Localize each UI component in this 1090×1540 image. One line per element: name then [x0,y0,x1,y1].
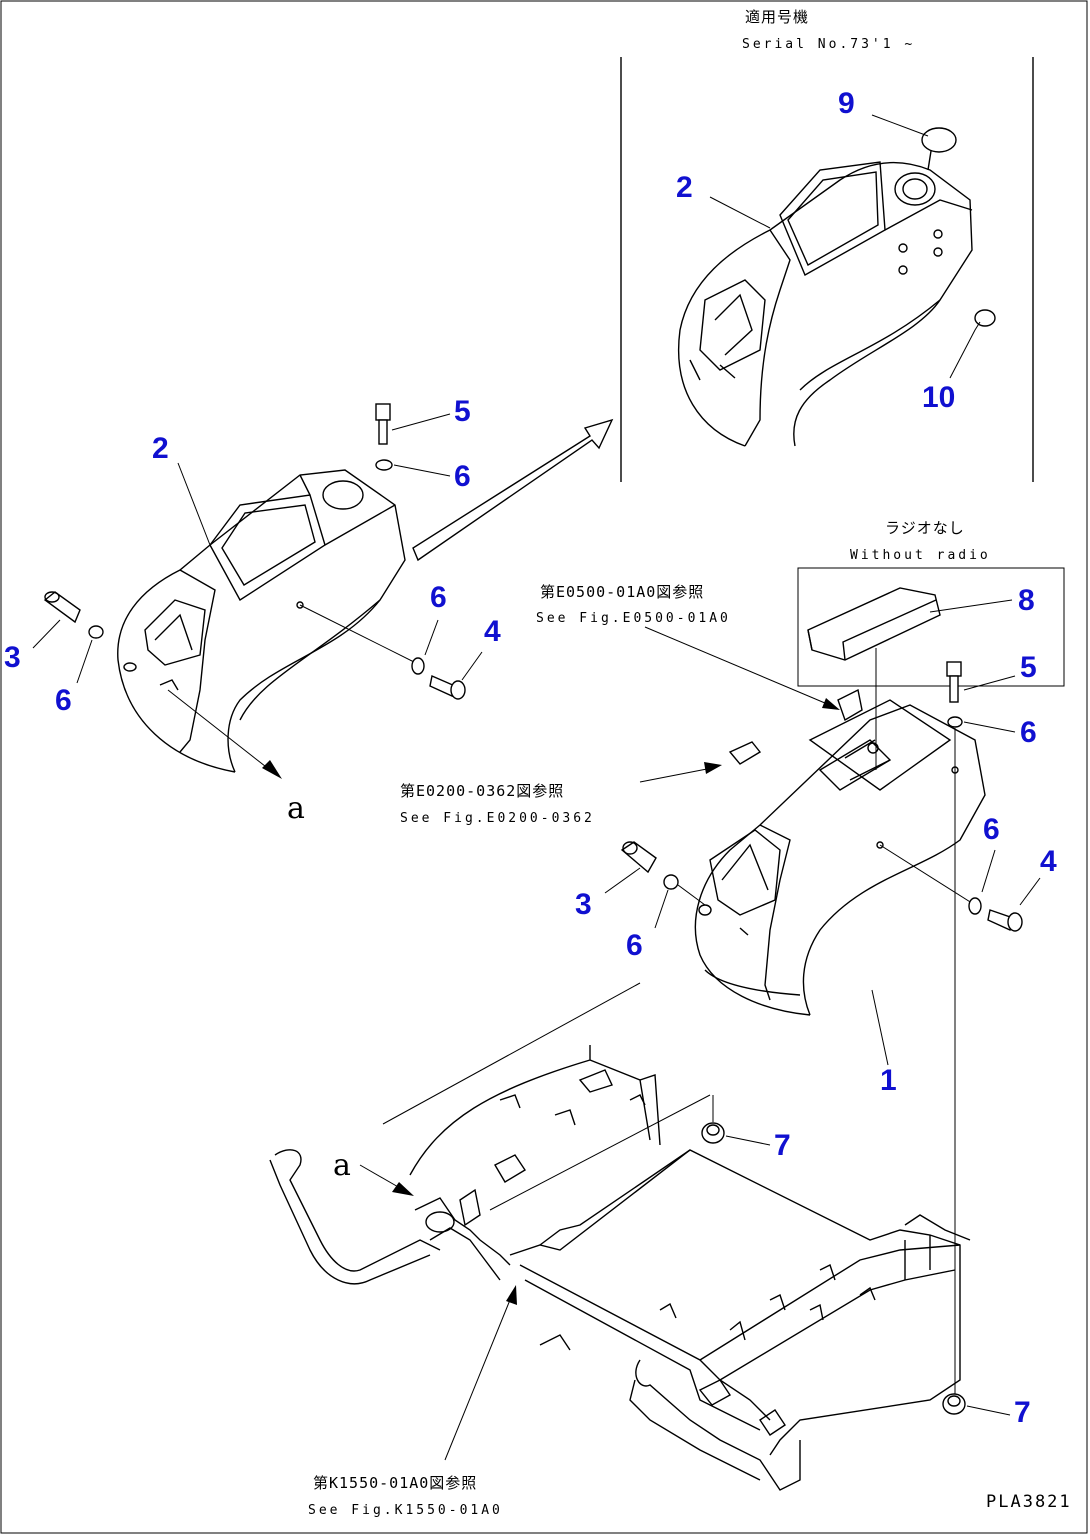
callout-8: 8 [1018,584,1035,617]
clip-3-right [620,841,657,874]
ref1-ja: 第E0500-01A0図参照 [540,583,704,601]
grommet-7-mid [701,1122,725,1144]
ref3-ja: 第K1550-01A0図参照 [313,1474,477,1492]
washer-6-mid [375,459,393,471]
callout-4-mid: 4 [484,615,501,648]
leader-9 [871,114,929,137]
washer-6-left [88,625,104,639]
washer-6-right3 [663,874,679,890]
bolt-4-right [987,909,1023,932]
ref2-en: See Fig.E0200-0362 [400,811,595,826]
callout-2-top: 2 [676,171,693,204]
switch-ref1 [837,688,863,722]
leader-2-top [709,196,771,229]
console-cover-serial-variant [678,127,996,447]
bolt-4-mid [429,675,466,700]
switch-ref2 [728,741,762,765]
without-radio-en: Without radio [850,548,991,563]
grommet-7-right [942,1393,966,1415]
callout-10: 10 [922,381,955,414]
ref1-en: See Fig.E0500-01A0 [536,611,731,626]
callout-6-mid: 6 [454,460,471,493]
callout-6-right2: 6 [983,813,1000,846]
without-radio-ja: ラジオなし [885,519,965,537]
callout-6-mid2: 6 [430,581,447,614]
callout-6-right: 6 [1020,716,1037,749]
view-a-label-bottom: a [333,1148,351,1183]
callout-2-mid: 2 [152,432,169,465]
callout-9: 9 [838,87,855,120]
callout-3-left: 3 [4,641,21,674]
console-cover-left [117,469,406,773]
callout-5-right: 5 [1020,651,1037,684]
ref3-en: See Fig.K1550-01A0 [308,1503,503,1518]
clip-3-left [43,591,81,624]
callout-7-right: 7 [1014,1396,1031,1429]
view-a-arrow-top [262,760,282,779]
drawing-code: PLA3821 [986,1492,1072,1512]
callout-7-mid: 7 [774,1129,791,1162]
washer-6-mid2 [411,657,425,675]
serial-note-en: Serial No.73'1 ~ [742,37,915,52]
leader-10 [949,321,981,379]
ref2-ja: 第E0200-0362図参照 [400,782,564,800]
view-a-arrow-bottom [392,1182,414,1196]
callout-5-mid: 5 [454,395,471,428]
serial-note-ja: 適用号機 [745,8,809,26]
view-a-label-top: a [287,791,305,826]
washer-6-right2 [968,897,982,915]
washer-6-right [947,716,963,728]
blank-cover-8 [807,587,941,661]
without-radio-box [797,567,1065,687]
variant-arrow [412,418,614,562]
callout-3-right: 3 [575,888,592,921]
callout-6-left: 6 [55,684,72,717]
callout-6-right3: 6 [626,929,643,962]
callout-4-right: 4 [1040,845,1057,878]
bolt-5-right [946,661,962,703]
callout-1: 1 [880,1064,897,1097]
bolt-5-mid [375,403,391,445]
frame-assembly [269,982,971,1491]
